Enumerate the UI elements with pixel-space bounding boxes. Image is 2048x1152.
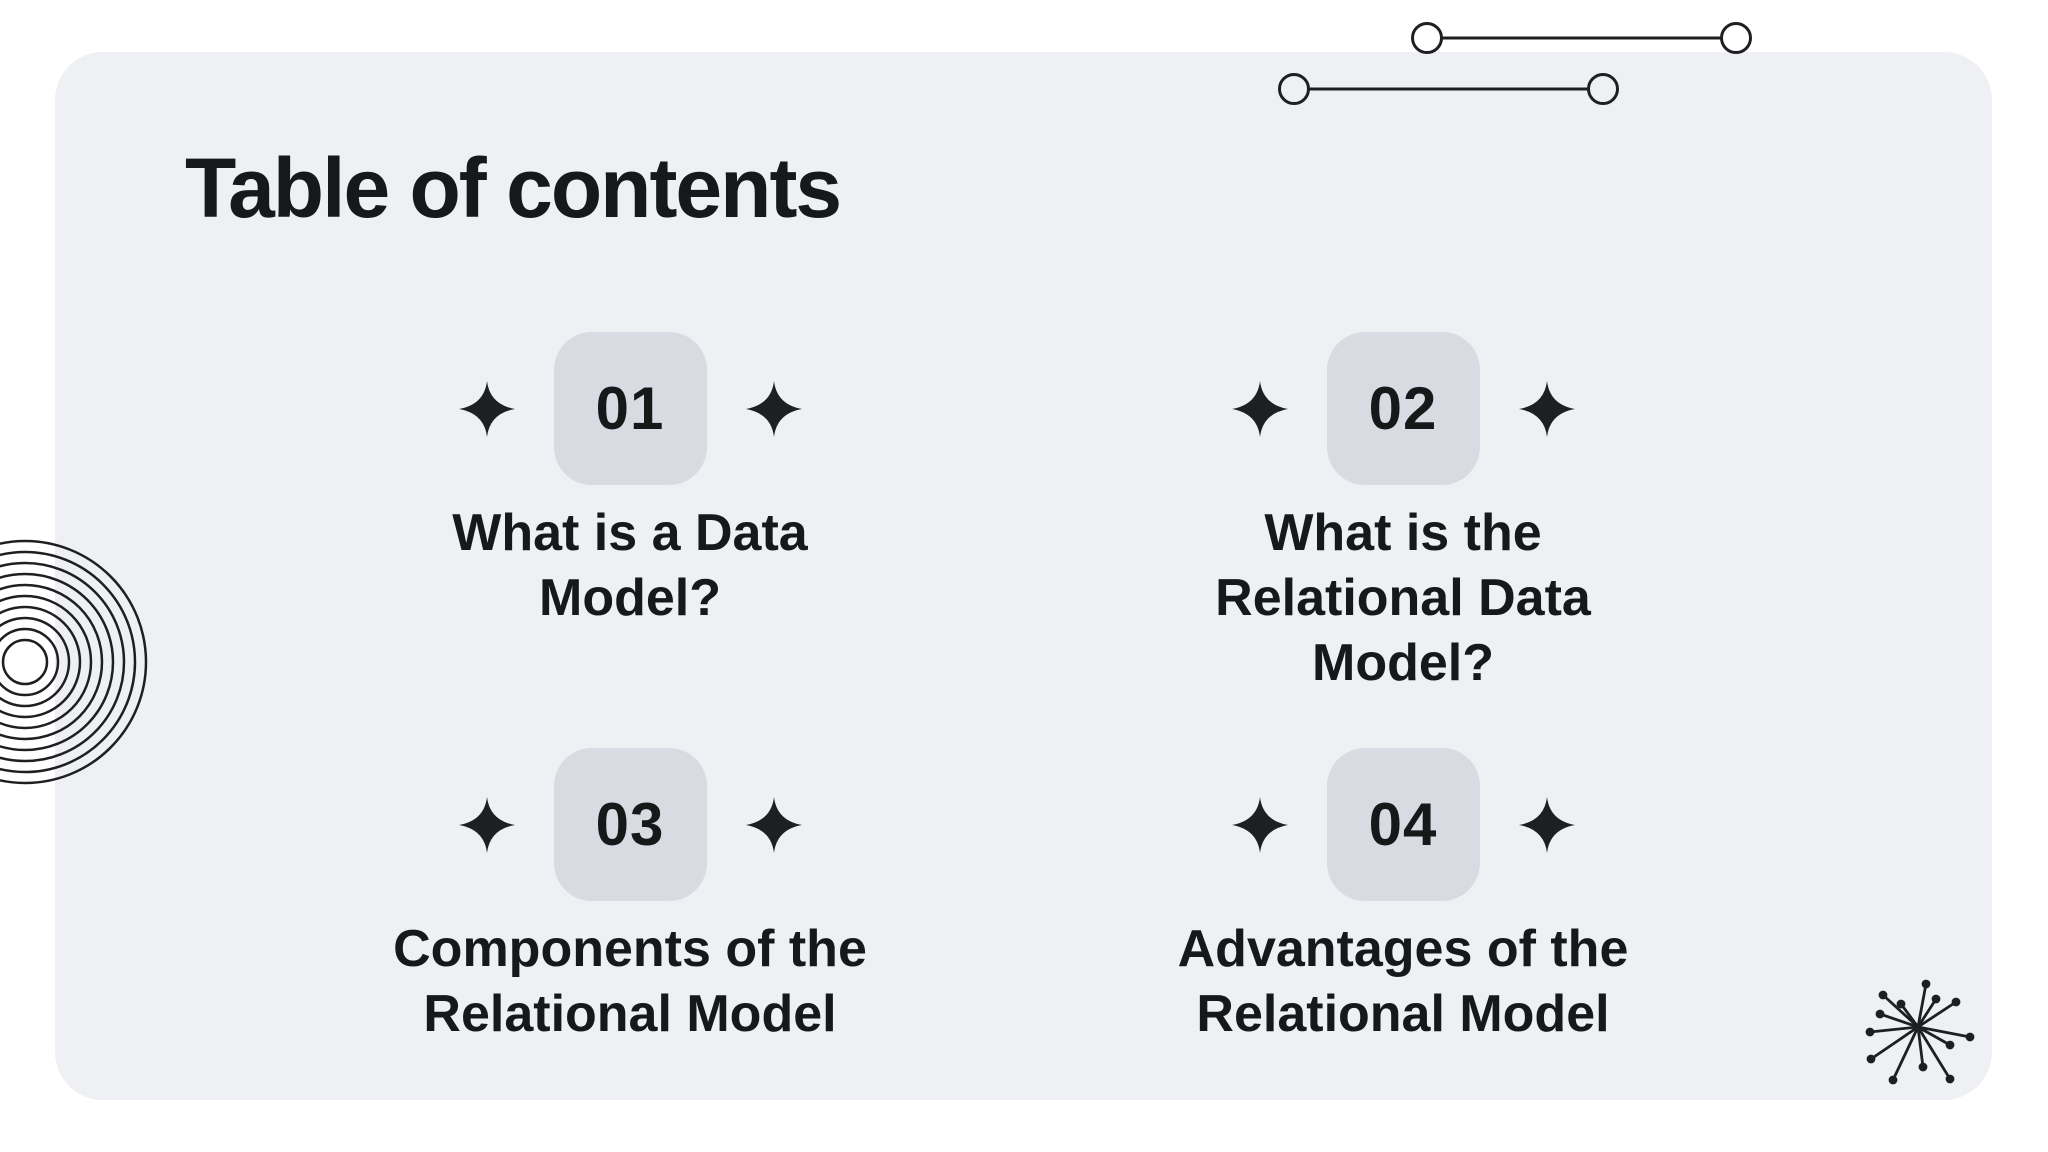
toc-item-number: 03 <box>595 791 665 858</box>
toc-item-number: 01 <box>595 375 665 442</box>
toc-item-number: 04 <box>1368 791 1438 858</box>
sparkle-icon <box>458 796 515 853</box>
toc-item-01-badge-row: 01 <box>458 332 802 485</box>
toc-item-title: Advantages of the Relational Model <box>1177 920 1629 1043</box>
toc-item-02[interactable]: 02 What is the Relational Data Model? <box>1093 332 1713 696</box>
toc-item-04-badge-row: 04 <box>1231 748 1575 901</box>
toc-item-title: Components of the Relational Model <box>393 920 867 1043</box>
sparkle-icon <box>1518 380 1575 437</box>
toc-item-03[interactable]: 03 Components of the Relational Model <box>320 748 940 1047</box>
toc-item-01[interactable]: 01 What is a Data Model? <box>320 332 940 631</box>
toc-item-03-number-badge: 03 <box>553 748 707 901</box>
toc-item-02-badge-row: 02 <box>1231 332 1575 485</box>
toc-item-title: What is the Relational Data Model? <box>1215 504 1591 692</box>
connector-line-icon <box>1278 73 1619 105</box>
toc-item-03-badge-row: 03 <box>458 748 802 901</box>
toc-item-04[interactable]: 04 Advantages of the Relational Model <box>1093 748 1713 1047</box>
sparkle-icon <box>1231 796 1288 853</box>
sparkle-icon <box>1231 380 1288 437</box>
toc-item-01-number-badge: 01 <box>553 332 707 485</box>
connector-line-icon <box>1411 22 1752 54</box>
sparkle-icon <box>745 380 802 437</box>
sparkle-icon <box>745 796 802 853</box>
toc-item-number: 02 <box>1368 375 1438 442</box>
sparkle-icon <box>458 380 515 437</box>
page-title: Table of contents <box>185 141 842 235</box>
toc-item-04-number-badge: 04 <box>1326 748 1480 901</box>
starburst-icon <box>1865 979 1975 1085</box>
sparkle-icon <box>1518 796 1575 853</box>
toc-item-02-number-badge: 02 <box>1326 332 1480 485</box>
content-card <box>55 52 1992 1100</box>
concentric-circles-icon <box>0 539 148 785</box>
toc-item-title: What is a Data Model? <box>452 504 808 627</box>
